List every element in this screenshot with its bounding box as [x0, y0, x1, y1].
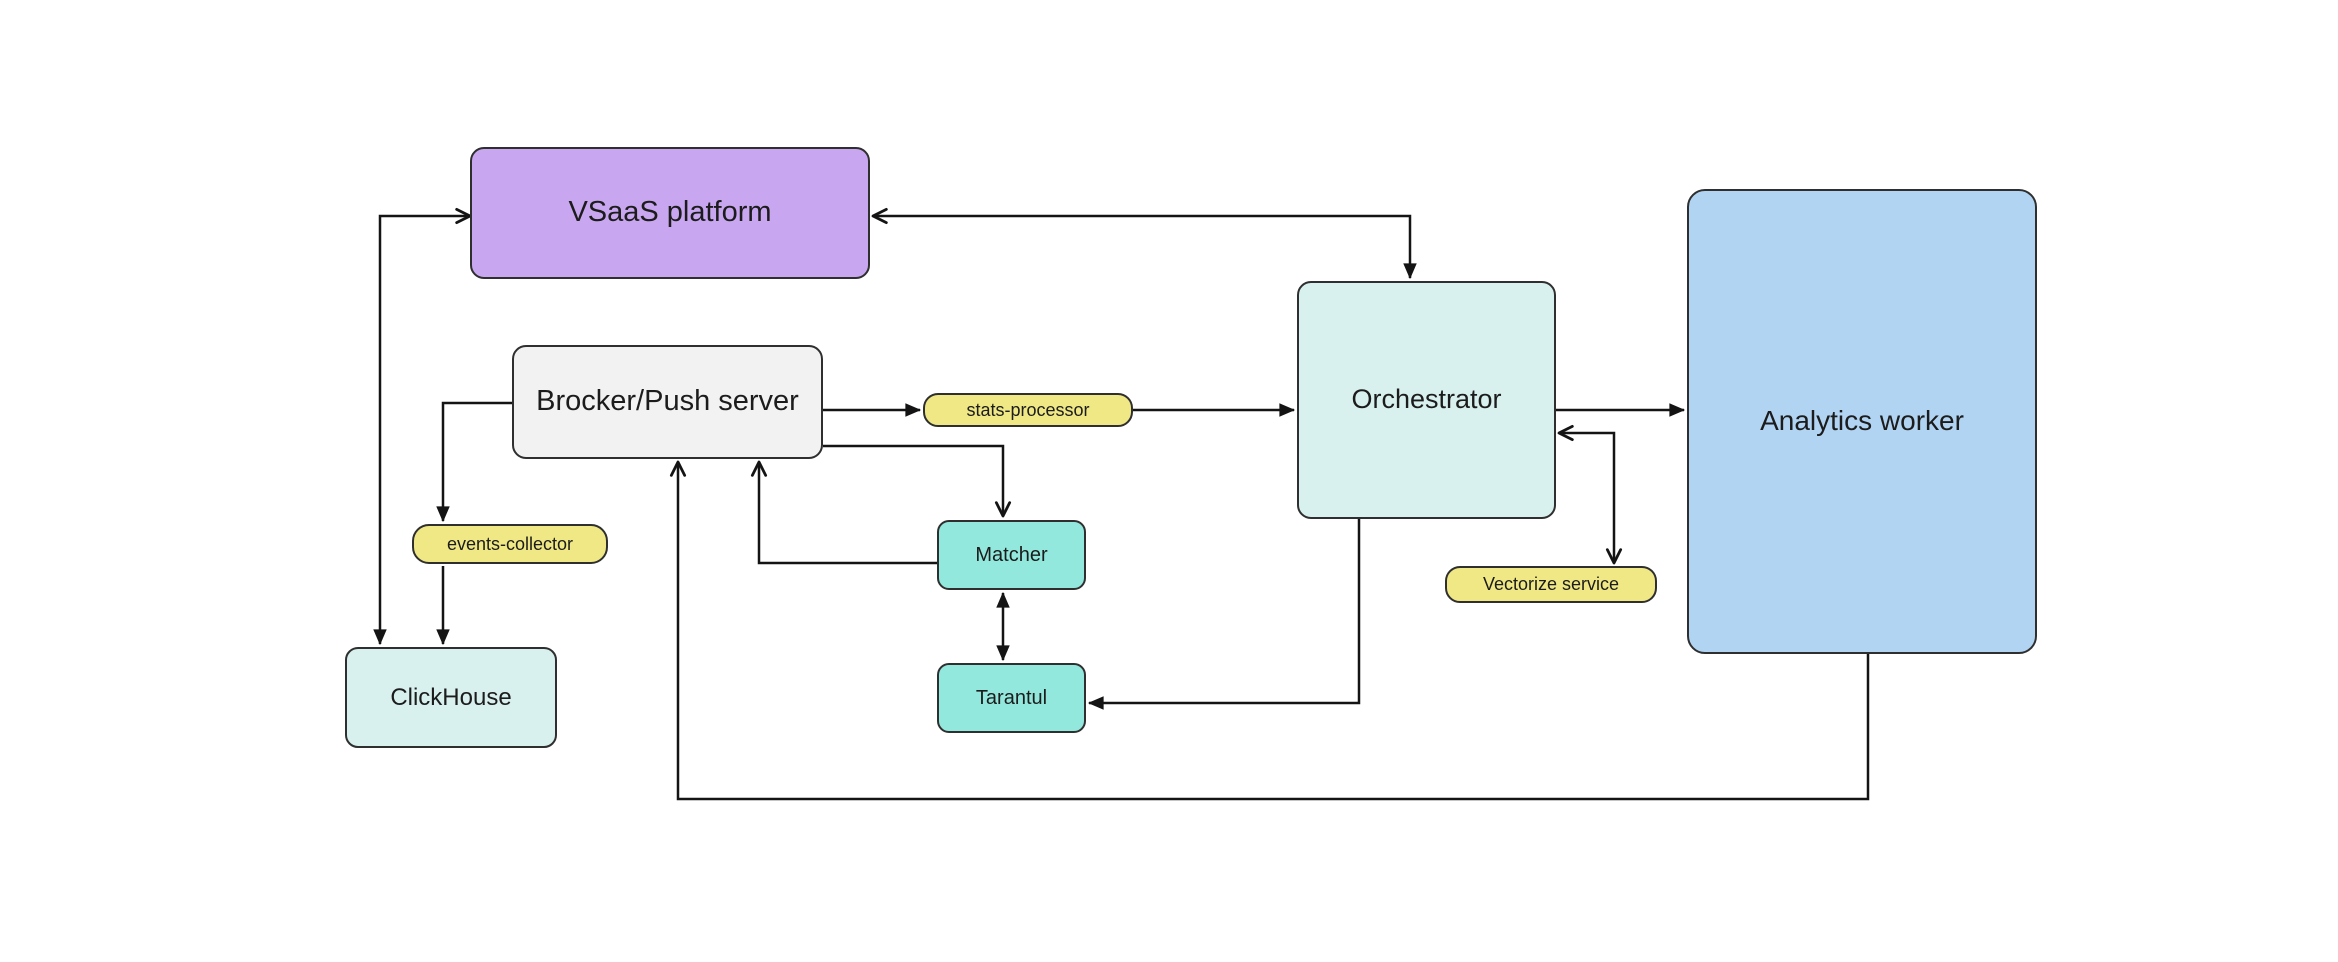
- node-events-collector: events-collector: [412, 524, 608, 564]
- node-stats-processor-label: stats-processor: [966, 399, 1090, 420]
- node-clickhouse: ClickHouse: [345, 647, 557, 748]
- node-vsaas-platform-label: VSaaS platform: [568, 196, 772, 229]
- node-vsaas-platform: VSaaS platform: [470, 147, 870, 279]
- edge-vsaas-clickhouse: [373, 207, 472, 646]
- node-tarantul-label: Tarantul: [975, 686, 1048, 709]
- node-analytics-worker: Analytics worker: [1687, 189, 2037, 654]
- node-matcher: Matcher: [937, 520, 1086, 590]
- edge-orchestrator-vsaas: [871, 207, 1417, 280]
- edge-brocker-matcher: [823, 444, 1012, 518]
- edge-analytics-brocker: [669, 460, 1870, 801]
- node-orchestrator-label: Orchestrator: [1351, 384, 1502, 415]
- node-clickhouse-label: ClickHouse: [390, 683, 512, 711]
- edge-orchestrator-vectorize: [1557, 424, 1623, 565]
- node-analytics-worker-label: Analytics worker: [1760, 405, 1964, 437]
- node-events-collector-label: events-collector: [446, 533, 574, 554]
- node-brocker-push-server-label: Brocker/Push server: [536, 385, 799, 418]
- node-orchestrator: Orchestrator: [1297, 281, 1556, 519]
- node-brocker-push-server: Brocker/Push server: [512, 345, 823, 459]
- node-tarantul: Tarantul: [937, 663, 1086, 733]
- node-vectorize-service: Vectorize service: [1445, 566, 1657, 603]
- edge-orchestrator-tarantul: [1087, 519, 1361, 710]
- node-stats-processor: stats-processor: [923, 393, 1133, 427]
- node-matcher-label: Matcher: [975, 543, 1048, 566]
- edge-matcher-brocker: [750, 460, 937, 565]
- edge-brocker-events: [436, 401, 512, 523]
- node-vectorize-service-label: Vectorize service: [1482, 574, 1620, 595]
